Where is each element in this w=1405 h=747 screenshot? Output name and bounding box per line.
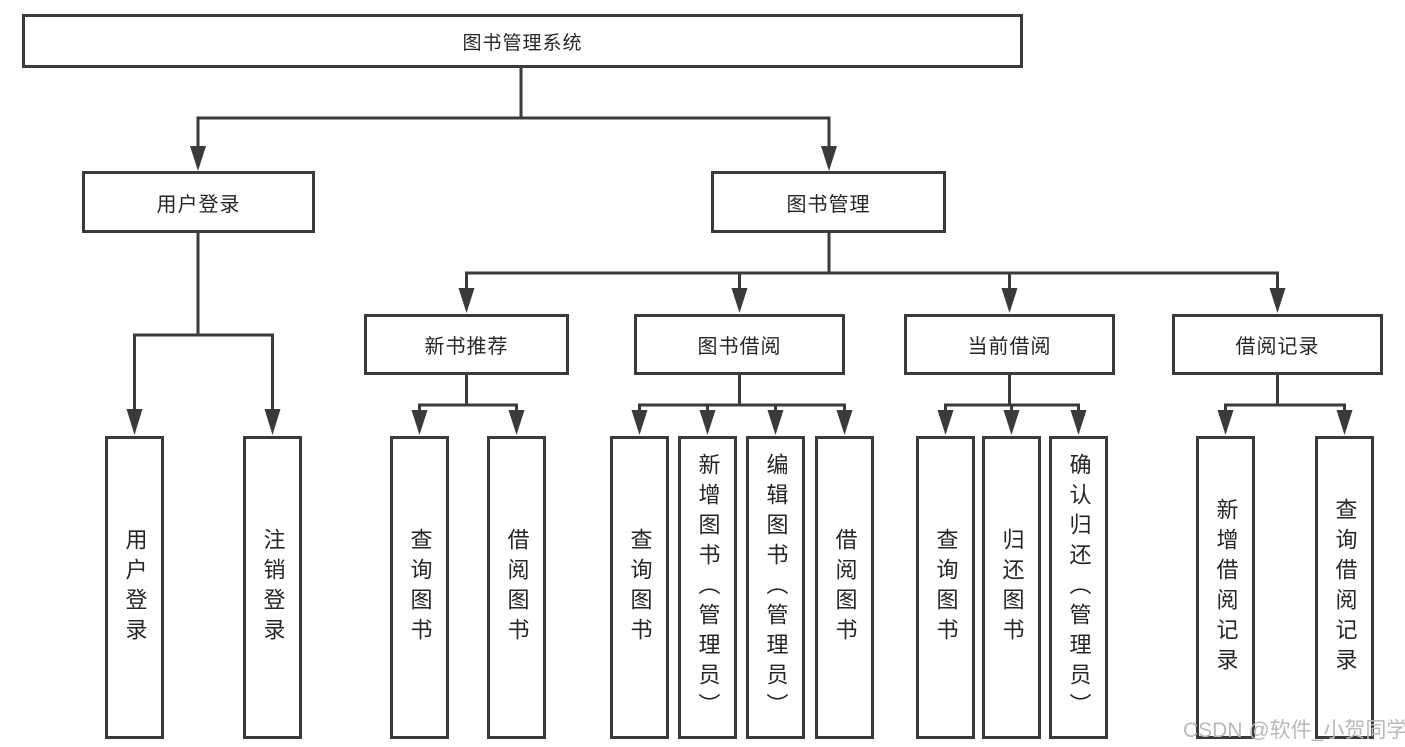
leaf-logout: 注销登录: [243, 436, 302, 739]
node-user-login-module-label: 用户登录: [156, 193, 241, 216]
leaf-user-login: 用户登录: [105, 436, 164, 739]
node-current-borrow: 当前借阅: [904, 314, 1115, 375]
leaf-current-query-book: 查询图书: [916, 436, 975, 739]
leaf-borrow-query-book-label: 查询图书: [627, 527, 653, 648]
leaf-return-book-label: 归还图书: [999, 527, 1025, 648]
leaf-borrow-book: 借阅图书: [815, 436, 874, 739]
leaf-edit-book-admin-label: 编辑图书（管理员）: [763, 452, 789, 723]
node-new-book-recommend: 新书推荐: [364, 314, 569, 375]
node-borrow-record: 借阅记录: [1172, 314, 1383, 375]
leaf-query-borrow-record-label: 查询借阅记录: [1332, 497, 1358, 678]
leaf-query-borrow-record: 查询借阅记录: [1315, 436, 1374, 739]
node-book-management-module-label: 图书管理: [786, 193, 871, 216]
leaf-recommend-borrow-book: 借阅图书: [487, 436, 546, 739]
node-book-borrow: 图书借阅: [634, 314, 845, 375]
csdn-watermark: CSDN @软件_小贺同学: [1183, 719, 1405, 742]
node-user-login-module: 用户登录: [82, 171, 315, 233]
node-system-root: 图书管理系统: [22, 14, 1023, 68]
leaf-return-book: 归还图书: [982, 436, 1041, 739]
node-book-borrow-label: 图书借阅: [697, 336, 782, 358]
leaf-confirm-return-admin: 确认归还（管理员）: [1049, 436, 1108, 739]
leaf-recommend-query-book-label: 查询图书: [407, 527, 433, 648]
leaf-confirm-return-admin-label: 确认归还（管理员）: [1066, 452, 1092, 723]
leaf-user-login-label: 用户登录: [122, 527, 148, 648]
leaf-add-borrow-record-label: 新增借阅记录: [1213, 497, 1239, 678]
leaf-current-query-book-label: 查询图书: [933, 527, 959, 648]
node-borrow-record-label: 借阅记录: [1235, 336, 1320, 358]
node-current-borrow-label: 当前借阅: [967, 336, 1052, 358]
leaf-edit-book-admin: 编辑图书（管理员）: [746, 436, 805, 739]
leaf-add-book-admin: 新增图书（管理员）: [678, 436, 737, 739]
node-system-root-label: 图书管理系统: [462, 32, 583, 54]
leaf-borrow-book-label: 借阅图书: [832, 527, 858, 648]
leaf-recommend-query-book: 查询图书: [390, 436, 449, 739]
leaf-add-book-admin-label: 新增图书（管理员）: [695, 452, 721, 723]
leaf-recommend-borrow-book-label: 借阅图书: [504, 527, 530, 648]
leaf-add-borrow-record: 新增借阅记录: [1196, 436, 1255, 739]
node-new-book-recommend-label: 新书推荐: [424, 336, 509, 358]
leaf-logout-label: 注销登录: [260, 527, 286, 648]
leaf-borrow-query-book: 查询图书: [610, 436, 669, 739]
node-book-management-module: 图书管理: [711, 171, 946, 233]
